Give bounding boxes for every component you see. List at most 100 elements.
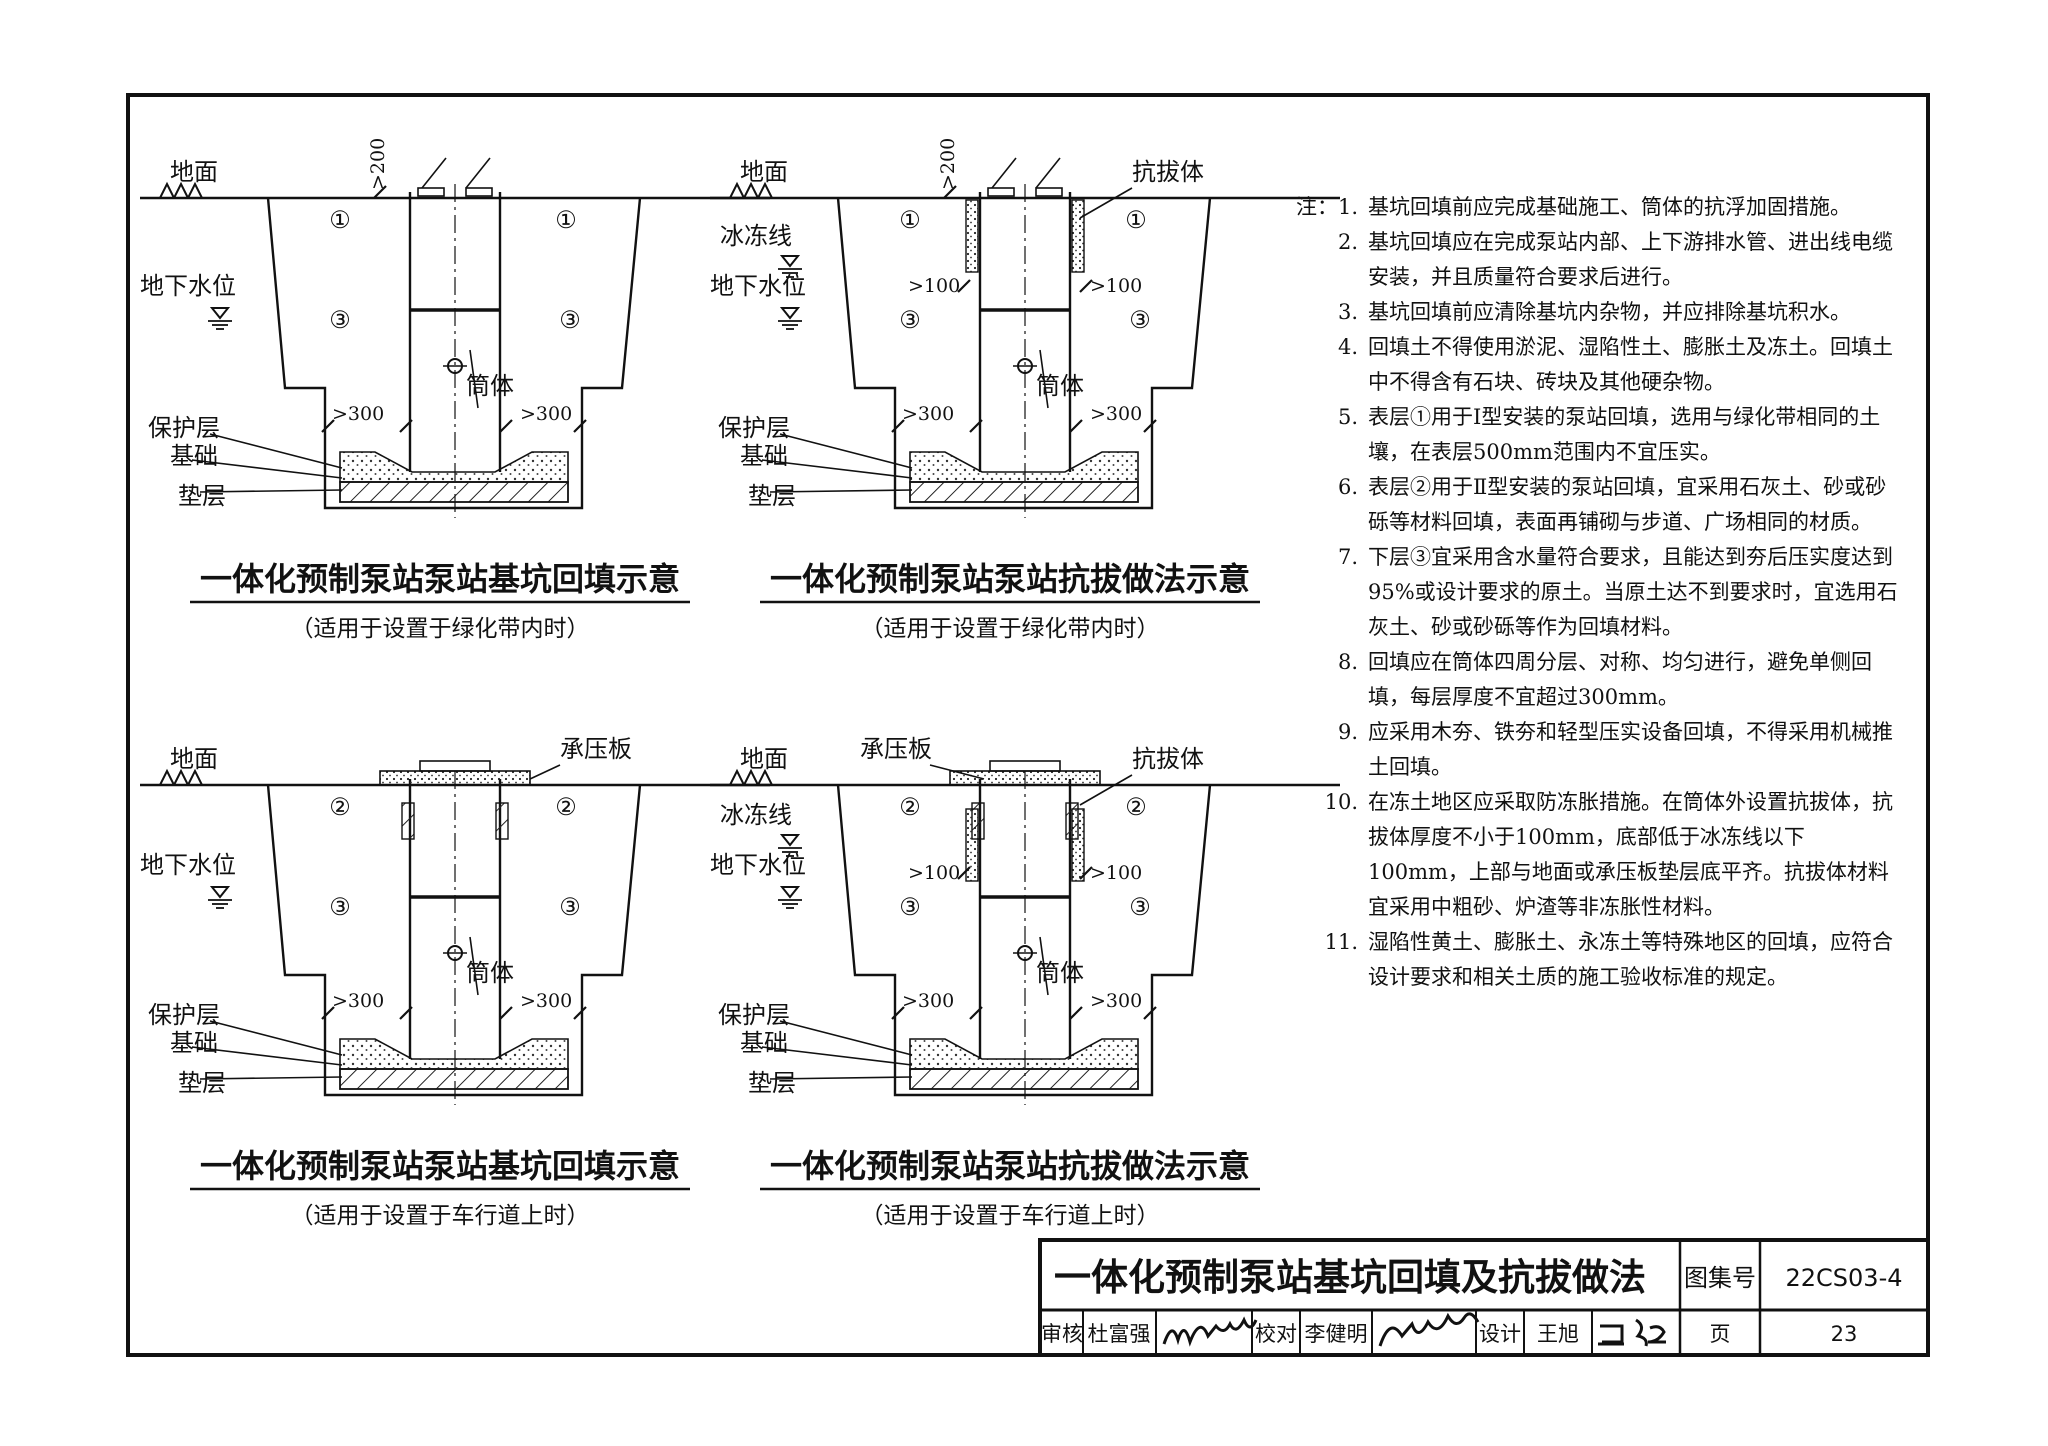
- signature-designer: [1598, 1318, 1666, 1347]
- designer-name: 王旭: [1537, 1322, 1579, 1346]
- layer-marker-top: ②: [899, 793, 921, 821]
- label-groundwater: 地下水位: [710, 272, 806, 300]
- foundation-block: [339, 1038, 569, 1070]
- label-protective-layer: 保护层: [718, 1001, 790, 1029]
- note-number: 11.: [1324, 930, 1358, 954]
- note-item: 2. 基坑回填应在完成泵站内部、上下游排水管、进出线电缆安装，并且质量符合要求后进…: [1282, 225, 1902, 295]
- atlas-number-label: 图集号: [1684, 1264, 1756, 1292]
- label-bearing-plate: 承压板: [860, 735, 932, 763]
- note-text: 基坑回填应在完成泵站内部、上下游排水管、进出线电缆安装，并且质量符合要求后进行。: [1368, 230, 1893, 289]
- note-item: 4. 回填土不得使用淤泥、湿陷性土、膨胀土及冻土。回填土中不得含有石块、砖块及其他…: [1282, 330, 1902, 400]
- diagram-subtitle: （适用于设置于绿化带内时）: [861, 616, 1160, 642]
- label-cushion: 垫层: [748, 482, 796, 510]
- layer-marker-lower: ③: [899, 306, 921, 334]
- bearing-plate: [379, 770, 531, 786]
- layer-marker-lower: ③: [329, 893, 351, 921]
- note-text: 回填应在筒体四周分层、对称、均匀进行，避免单侧回填，每层厚度不宜超过300mm。: [1368, 650, 1872, 709]
- title-block: [1038, 1238, 1928, 1355]
- label-cushion: 垫层: [178, 482, 226, 510]
- pit-outline: [836, 197, 1212, 510]
- dim-100-left: >100: [908, 275, 960, 297]
- note-item: 7. 下层③宜采用含水量符合要求，且能达到夯后压实度达到95%或设计要求的原土。当…: [1282, 540, 1902, 645]
- dim-300-left: >300: [902, 990, 954, 1012]
- label-groundwater: 地下水位: [140, 851, 236, 879]
- dim-100-right: >100: [1090, 862, 1142, 884]
- label-ground: 地面: [740, 158, 788, 186]
- note-item: 8. 回填应在筒体四周分层、对称、均匀进行，避免单侧回填，每层厚度不宜超过300m…: [1282, 645, 1902, 715]
- layer-marker-top: ①: [899, 206, 921, 234]
- dim-200: >200: [937, 138, 959, 190]
- label-foundation: 基础: [170, 442, 218, 470]
- bearing-plate: [949, 770, 1101, 786]
- notes-block: 注：1. 基坑回填前应完成基础施工、筒体的抗浮加固措施。 2. 基坑回填应在完成泵站内…: [1282, 190, 1902, 995]
- note-item: 5.表层①用于Ⅰ型安装的泵站回填，选用与绿化带相同的土壤，在表层500mm范围内…: [1282, 400, 1902, 470]
- label-barrel: 筒体: [1036, 372, 1084, 400]
- page-label: 页: [1710, 1322, 1731, 1346]
- layer-marker-lower: ③: [329, 306, 351, 334]
- note-number: 7.: [1337, 545, 1358, 569]
- label-frost-line: 冰冻线: [720, 222, 792, 250]
- check-label: 校对: [1255, 1322, 1297, 1346]
- signature-reviewer: [1162, 1316, 1258, 1347]
- note-text: 基坑回填前应完成基础施工、筒体的抗浮加固措施。: [1368, 195, 1851, 219]
- label-protective-layer: 保护层: [718, 414, 790, 442]
- dim-300-left: >300: [332, 990, 384, 1012]
- dim-100-right: >100: [1090, 275, 1142, 297]
- label-protective-layer: 保护层: [148, 1001, 220, 1029]
- notes-prefix: 注：: [1295, 195, 1338, 219]
- sheet-border: [126, 93, 1930, 1357]
- label-barrel: 筒体: [466, 959, 514, 987]
- note-number: 1.: [1337, 195, 1358, 219]
- note-number: 3.: [1337, 300, 1358, 324]
- note-number: 4.: [1337, 335, 1358, 359]
- layer-marker-lower: ③: [1129, 893, 1151, 921]
- label-ground: 地面: [740, 745, 788, 773]
- note-item: 9.应采用木夯、铁夯和轻型压实设备回填，不得采用机械推土回填。: [1282, 715, 1902, 785]
- page-number: 23: [1831, 1322, 1858, 1346]
- note-text: 湿陷性黄土、膨胀土、永冻土等特殊地区的回填，应符合设计要求和相关土质的施工验收标…: [1368, 930, 1893, 989]
- signature-checker: [1378, 1312, 1480, 1347]
- label-cushion: 垫层: [748, 1069, 796, 1097]
- note-item: 11. 湿陷性黄土、膨胀土、永冻土等特殊地区的回填，应符合设计要求和相关土质的施工…: [1282, 925, 1902, 995]
- dim-300-left: >300: [902, 403, 954, 425]
- cushion-layer: [339, 481, 569, 503]
- cushion-layer: [909, 1068, 1139, 1090]
- layer-marker-top: ②: [329, 793, 351, 821]
- label-anti-uplift: 抗拔体: [1132, 158, 1204, 186]
- title-block-title: 一体化预制泵站基坑回填及抗拔做法: [1054, 1256, 1646, 1299]
- note-text: 表层①用于Ⅰ型安装的泵站回填，选用与绿化带相同的土壤，在表层500mm范围内不宜…: [1368, 405, 1881, 464]
- note-item: 10.在冻土地区应采取防冻胀措施。在筒体外设置抗拔体，抗拔体厚度不小于100mm…: [1282, 785, 1902, 925]
- note-text: 下层③宜采用含水量符合要求，且能达到夯后压实度达到95%或设计要求的原土。当原土…: [1368, 545, 1898, 639]
- layer-marker-lower: ③: [559, 893, 581, 921]
- dim-300-right: >300: [1090, 990, 1142, 1012]
- diagram-title: 一体化预制泵站泵站抗拔做法示意: [770, 560, 1250, 598]
- diagram-title: 一体化预制泵站泵站基坑回填示意: [200, 560, 680, 598]
- pit-outline: [836, 784, 1212, 1097]
- diagram-subtitle: （适用于设置于车行道上时）: [861, 1203, 1160, 1229]
- pit-outline: [266, 784, 642, 1097]
- review-label: 审核: [1041, 1322, 1083, 1346]
- label-anti-uplift: 抗拔体: [1132, 745, 1204, 773]
- layer-marker-lower: ③: [559, 306, 581, 334]
- atlas-number: 22CS03-4: [1786, 1264, 1903, 1292]
- note-item: 6.表层②用于Ⅱ型安装的泵站回填，宜采用石灰土、砂或砂砾等材料回填，表面再铺砌与…: [1282, 470, 1902, 540]
- layer-marker-top: ①: [329, 206, 351, 234]
- label-frost-line: 冰冻线: [720, 801, 792, 829]
- layer-marker-top: ①: [1125, 206, 1147, 234]
- note-number: 10.: [1324, 790, 1358, 814]
- note-number: 2.: [1337, 230, 1358, 254]
- label-protective-layer: 保护层: [148, 414, 220, 442]
- anti-uplift-body: [1071, 808, 1085, 882]
- note-number: 9.: [1337, 720, 1358, 744]
- layer-marker-top: ②: [555, 793, 577, 821]
- layer-marker-top: ②: [1125, 793, 1147, 821]
- note-text: 回填土不得使用淤泥、湿陷性土、膨胀土及冻土。回填土中不得含有石块、砖块及其他硬杂…: [1368, 335, 1893, 394]
- pit-outline: [266, 197, 642, 510]
- dim-300-right: >300: [520, 990, 572, 1012]
- note-number: 8.: [1337, 650, 1358, 674]
- diagram-subtitle: （适用于设置于绿化带内时）: [291, 616, 590, 642]
- dim-200: >200: [367, 138, 389, 190]
- diagram-title: 一体化预制泵站泵站基坑回填示意: [200, 1147, 680, 1185]
- note-item: 注：1. 基坑回填前应完成基础施工、筒体的抗浮加固措施。: [1282, 190, 1902, 225]
